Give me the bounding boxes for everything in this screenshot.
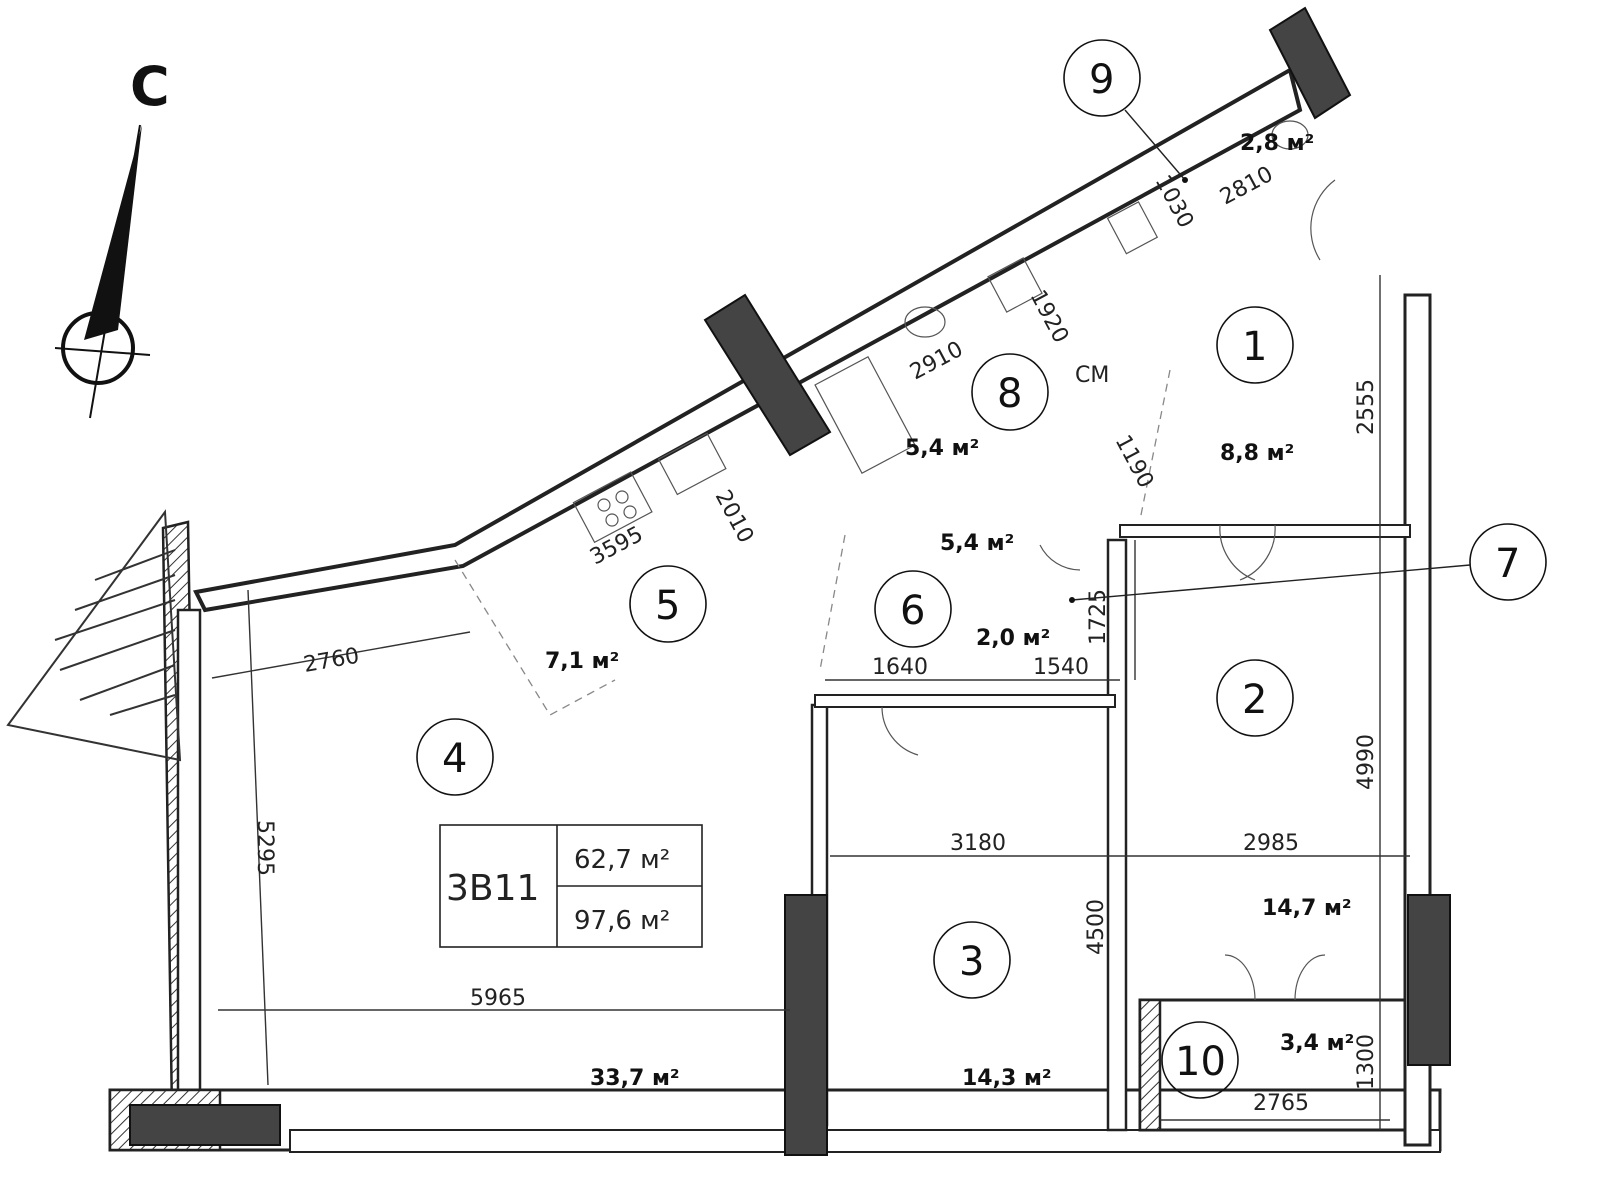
dim-1030: 1030 [1150, 171, 1198, 232]
dim-3180: 3180 [950, 831, 1006, 856]
room-number-7: 7 [1495, 541, 1520, 587]
north-label: С [130, 55, 170, 118]
room-number-10: 10 [1175, 1039, 1226, 1085]
dim-2985: 2985 [1243, 831, 1299, 856]
dim-1640: 1640 [872, 655, 928, 680]
room-area-2: 14,7 м² [1262, 896, 1352, 921]
dim-1300: 1300 [1354, 1034, 1379, 1090]
dim-2910: 2910 [906, 337, 967, 385]
room-area-3: 14,3 м² [962, 1066, 1052, 1091]
dim-2765: 2765 [1253, 1091, 1309, 1116]
dim-5295: 5295 [252, 820, 277, 876]
columns [129, 6, 1451, 1156]
dim-4500: 4500 [1084, 899, 1109, 955]
dimension-lines [211, 275, 1410, 1130]
room-areas: 8,8 м² 14,7 м² 14,3 м² 33,7 м² 7,1 м² 5,… [545, 131, 1354, 1091]
dim-1920: 1920 [1025, 286, 1073, 347]
dim-4990: 4990 [1354, 734, 1379, 790]
living-area: 62,7 м² [574, 845, 670, 875]
dim-2810: 2810 [1216, 162, 1277, 210]
dim-5965: 5965 [470, 986, 526, 1011]
dim-2555: 2555 [1354, 379, 1379, 435]
room-area-9: 2,8 м² [1240, 131, 1314, 156]
room-area-7: 2,0 м² [976, 626, 1050, 651]
room-numbers: 1 2 3 4 5 6 7 8 9 10 [416, 39, 1547, 1099]
room-area-6: 5,4 м² [940, 531, 1014, 556]
room-number-3: 3 [959, 939, 984, 985]
room-area-8: 5,4 м² [905, 436, 979, 461]
room-area-10: 3,4 м² [1280, 1031, 1354, 1056]
room-number-9: 9 [1089, 57, 1114, 103]
room-area-5: 7,1 м² [545, 649, 619, 674]
room-number-4: 4 [442, 736, 467, 782]
apartment-summary: 3В11 62,7 м² 97,6 м² [439, 824, 703, 948]
room-number-8: 8 [997, 371, 1022, 417]
room-number-1: 1 [1242, 324, 1267, 370]
room-number-6: 6 [900, 588, 925, 634]
room-number-5: 5 [655, 583, 680, 629]
dim-2760: 2760 [302, 644, 361, 678]
north-arrow: С [54, 55, 170, 419]
dim-3595: 3595 [586, 522, 647, 570]
exterior-walls [108, 66, 1442, 1153]
doors [881, 179, 1336, 1001]
room-number-2: 2 [1242, 677, 1267, 723]
apartment-code: 3В11 [446, 868, 539, 909]
washing-machine-label: СМ [1075, 363, 1109, 388]
zone-separators [454, 369, 1171, 716]
dim-1540: 1540 [1033, 655, 1089, 680]
dim-1190: 1190 [1110, 431, 1158, 492]
fixtures: СМ [572, 120, 1309, 544]
total-area: 97,6 м² [574, 906, 670, 936]
dim-2010: 2010 [710, 486, 758, 547]
room-area-4: 33,7 м² [590, 1066, 680, 1091]
room-area-1: 8,8 м² [1220, 441, 1294, 466]
west-balcony [6, 509, 182, 762]
